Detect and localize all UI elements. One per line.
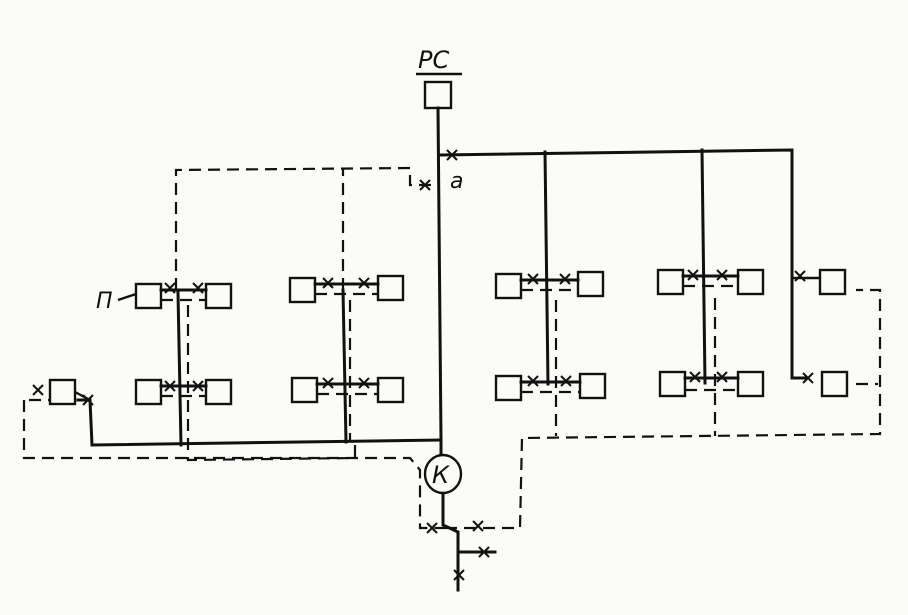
valve-icon bbox=[689, 371, 701, 383]
valve-icon bbox=[716, 269, 728, 281]
left-return-upper bbox=[174, 166, 440, 290]
supply-piping bbox=[76, 106, 820, 592]
valve-icon bbox=[164, 282, 176, 294]
return-piping bbox=[22, 166, 882, 530]
valve-icon bbox=[472, 520, 484, 532]
radiator-box bbox=[48, 378, 77, 406]
valves bbox=[32, 149, 814, 581]
radiator-box bbox=[204, 378, 233, 406]
expansion-tank-box bbox=[423, 80, 453, 110]
valve-icon bbox=[358, 277, 370, 289]
left-supply-main bbox=[76, 398, 443, 447]
boiler: К bbox=[423, 453, 463, 495]
valve-icon bbox=[322, 277, 334, 289]
valve-icon bbox=[358, 377, 370, 389]
valve-icon bbox=[478, 546, 490, 558]
radiator-label-group: П bbox=[96, 289, 137, 314]
valve-icon bbox=[527, 273, 539, 285]
valve-icon bbox=[164, 380, 176, 392]
point-a-label: a bbox=[450, 169, 463, 194]
valve-icon bbox=[446, 149, 458, 161]
left-riser-2 bbox=[341, 288, 348, 444]
radiators bbox=[48, 268, 849, 406]
left-riser-1 bbox=[176, 291, 183, 447]
right-riser-1 bbox=[543, 150, 550, 386]
valve-icon bbox=[419, 179, 431, 191]
radiator-box bbox=[494, 374, 523, 402]
expansion-tank: РС bbox=[416, 46, 462, 110]
radiator-box bbox=[288, 276, 317, 304]
valve-icon bbox=[559, 273, 571, 285]
expansion-tank-label: РС bbox=[418, 46, 449, 74]
radiator-box bbox=[736, 370, 765, 398]
radiator-label: П bbox=[96, 289, 113, 314]
valve-icon bbox=[322, 377, 334, 389]
valve-icon bbox=[687, 269, 699, 281]
radiator-box bbox=[658, 370, 687, 398]
radiator-box bbox=[578, 372, 607, 400]
radiator-box bbox=[134, 378, 163, 406]
boiler-outlet-pipe bbox=[441, 490, 460, 592]
radiator-box bbox=[576, 270, 605, 298]
radiator-box bbox=[656, 268, 685, 296]
radiator-box bbox=[736, 268, 765, 296]
right-supply-main bbox=[439, 148, 810, 380]
valve-icon bbox=[560, 375, 572, 387]
valve-icon bbox=[716, 371, 728, 383]
valve-icon bbox=[192, 282, 204, 294]
radiator-box bbox=[290, 376, 319, 404]
valve-icon bbox=[426, 522, 438, 534]
valve-icon bbox=[82, 394, 94, 406]
radiator-box bbox=[376, 274, 405, 302]
radiator-box bbox=[204, 282, 233, 310]
valve-icon bbox=[802, 372, 814, 384]
valve-icon bbox=[527, 375, 539, 387]
right-return-main bbox=[445, 288, 882, 530]
radiator-box bbox=[818, 268, 847, 296]
valve-icon bbox=[32, 384, 44, 396]
radiator-box bbox=[134, 282, 163, 310]
valve-icon bbox=[192, 380, 204, 392]
main-supply-riser bbox=[436, 106, 443, 457]
radiator-box bbox=[494, 272, 523, 300]
radiator-leader-line bbox=[117, 292, 137, 302]
boiler-circle bbox=[423, 453, 463, 495]
radiator-box bbox=[820, 370, 849, 398]
valve-icon bbox=[794, 270, 806, 282]
boiler-label: К bbox=[432, 461, 450, 489]
left-return-main bbox=[22, 400, 445, 530]
radiator-box bbox=[376, 376, 405, 404]
right-riser-2 bbox=[700, 148, 707, 385]
valve-icon bbox=[453, 569, 465, 581]
